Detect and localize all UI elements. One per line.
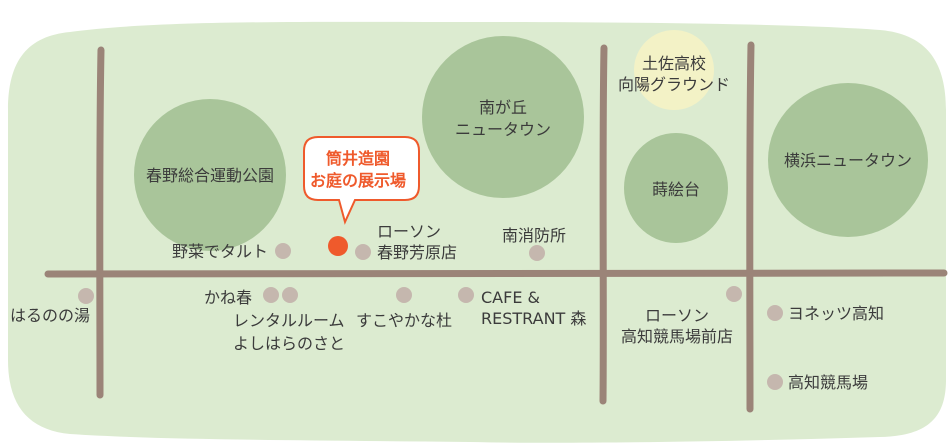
marker-haruno-no-yu — [78, 288, 94, 304]
label-fire-station: 南消防所 — [502, 226, 567, 245]
marker-yasai-de-tart — [275, 243, 291, 259]
label-minamigaoka-2: ニュータウン — [454, 120, 552, 139]
label-kaneharu: かね春 — [204, 288, 253, 307]
marker-lawson-keiba — [726, 286, 742, 302]
marker-yonezzu — [767, 305, 783, 321]
marker-kaneharu-2 — [282, 287, 298, 303]
label-sukoyaka: すこやかな杜 — [356, 311, 453, 330]
main-road — [44, 268, 948, 278]
label-lawson-keiba-2: 高知競馬場前店 — [620, 327, 734, 346]
label-lawson-haruno-1: ローソン — [377, 222, 442, 241]
park-minamigaoka — [422, 36, 584, 198]
label-makiedai: 蒔絵台 — [651, 180, 701, 199]
label-yonezzu: ヨネッツ高知 — [788, 304, 885, 323]
callout-line1: 筒井造園 — [325, 149, 390, 168]
label-yokohama-newtown: 横浜ニュータウン — [783, 151, 913, 170]
area-tosa — [634, 30, 714, 110]
marker-keibajo — [767, 374, 783, 390]
road-vertical-center — [599, 44, 608, 405]
callout-line2: お庭の展示場 — [309, 171, 406, 190]
label-haruno-no-yu: はるのの湯 — [10, 306, 91, 325]
callout-bubble — [303, 136, 420, 225]
label-yasai-de-tart: 野菜でタルト — [172, 242, 269, 261]
label-keibajo: 高知競馬場 — [788, 373, 869, 392]
road-vertical-left — [96, 46, 105, 399]
callout-label: 筒井造園 お庭の展示場 — [297, 148, 419, 192]
marker-tsutsui-zoen[interactable] — [328, 236, 348, 256]
marker-kaneharu-1 — [263, 287, 279, 303]
label-rental-2: よしはらのさと — [233, 334, 346, 353]
marker-cafe — [458, 287, 474, 303]
label-tosa-1: 土佐高校 — [641, 54, 707, 73]
marker-lawson-haruno — [355, 244, 371, 260]
road-vertical-right — [746, 41, 755, 413]
label-cafe-1: CAFE & — [481, 288, 540, 307]
label-cafe-2: RESTRANT 森 — [481, 309, 587, 328]
park-makiedai — [624, 133, 728, 243]
label-haruno-park: 春野総合運動公園 — [145, 166, 275, 185]
label-lawson-keiba-1: ローソン — [644, 306, 710, 325]
label-tosa-2: 向陽グラウンド — [617, 75, 731, 94]
marker-sukoyaka — [396, 287, 412, 303]
park-yokohama — [768, 83, 928, 237]
marker-fire-station — [529, 245, 545, 261]
park-haruno — [134, 99, 286, 251]
label-lawson-haruno-2: 春野芳原店 — [377, 243, 458, 262]
label-rental-1: レンタルルーム — [233, 311, 345, 330]
label-minamigaoka-1: 南が丘 — [478, 98, 528, 117]
